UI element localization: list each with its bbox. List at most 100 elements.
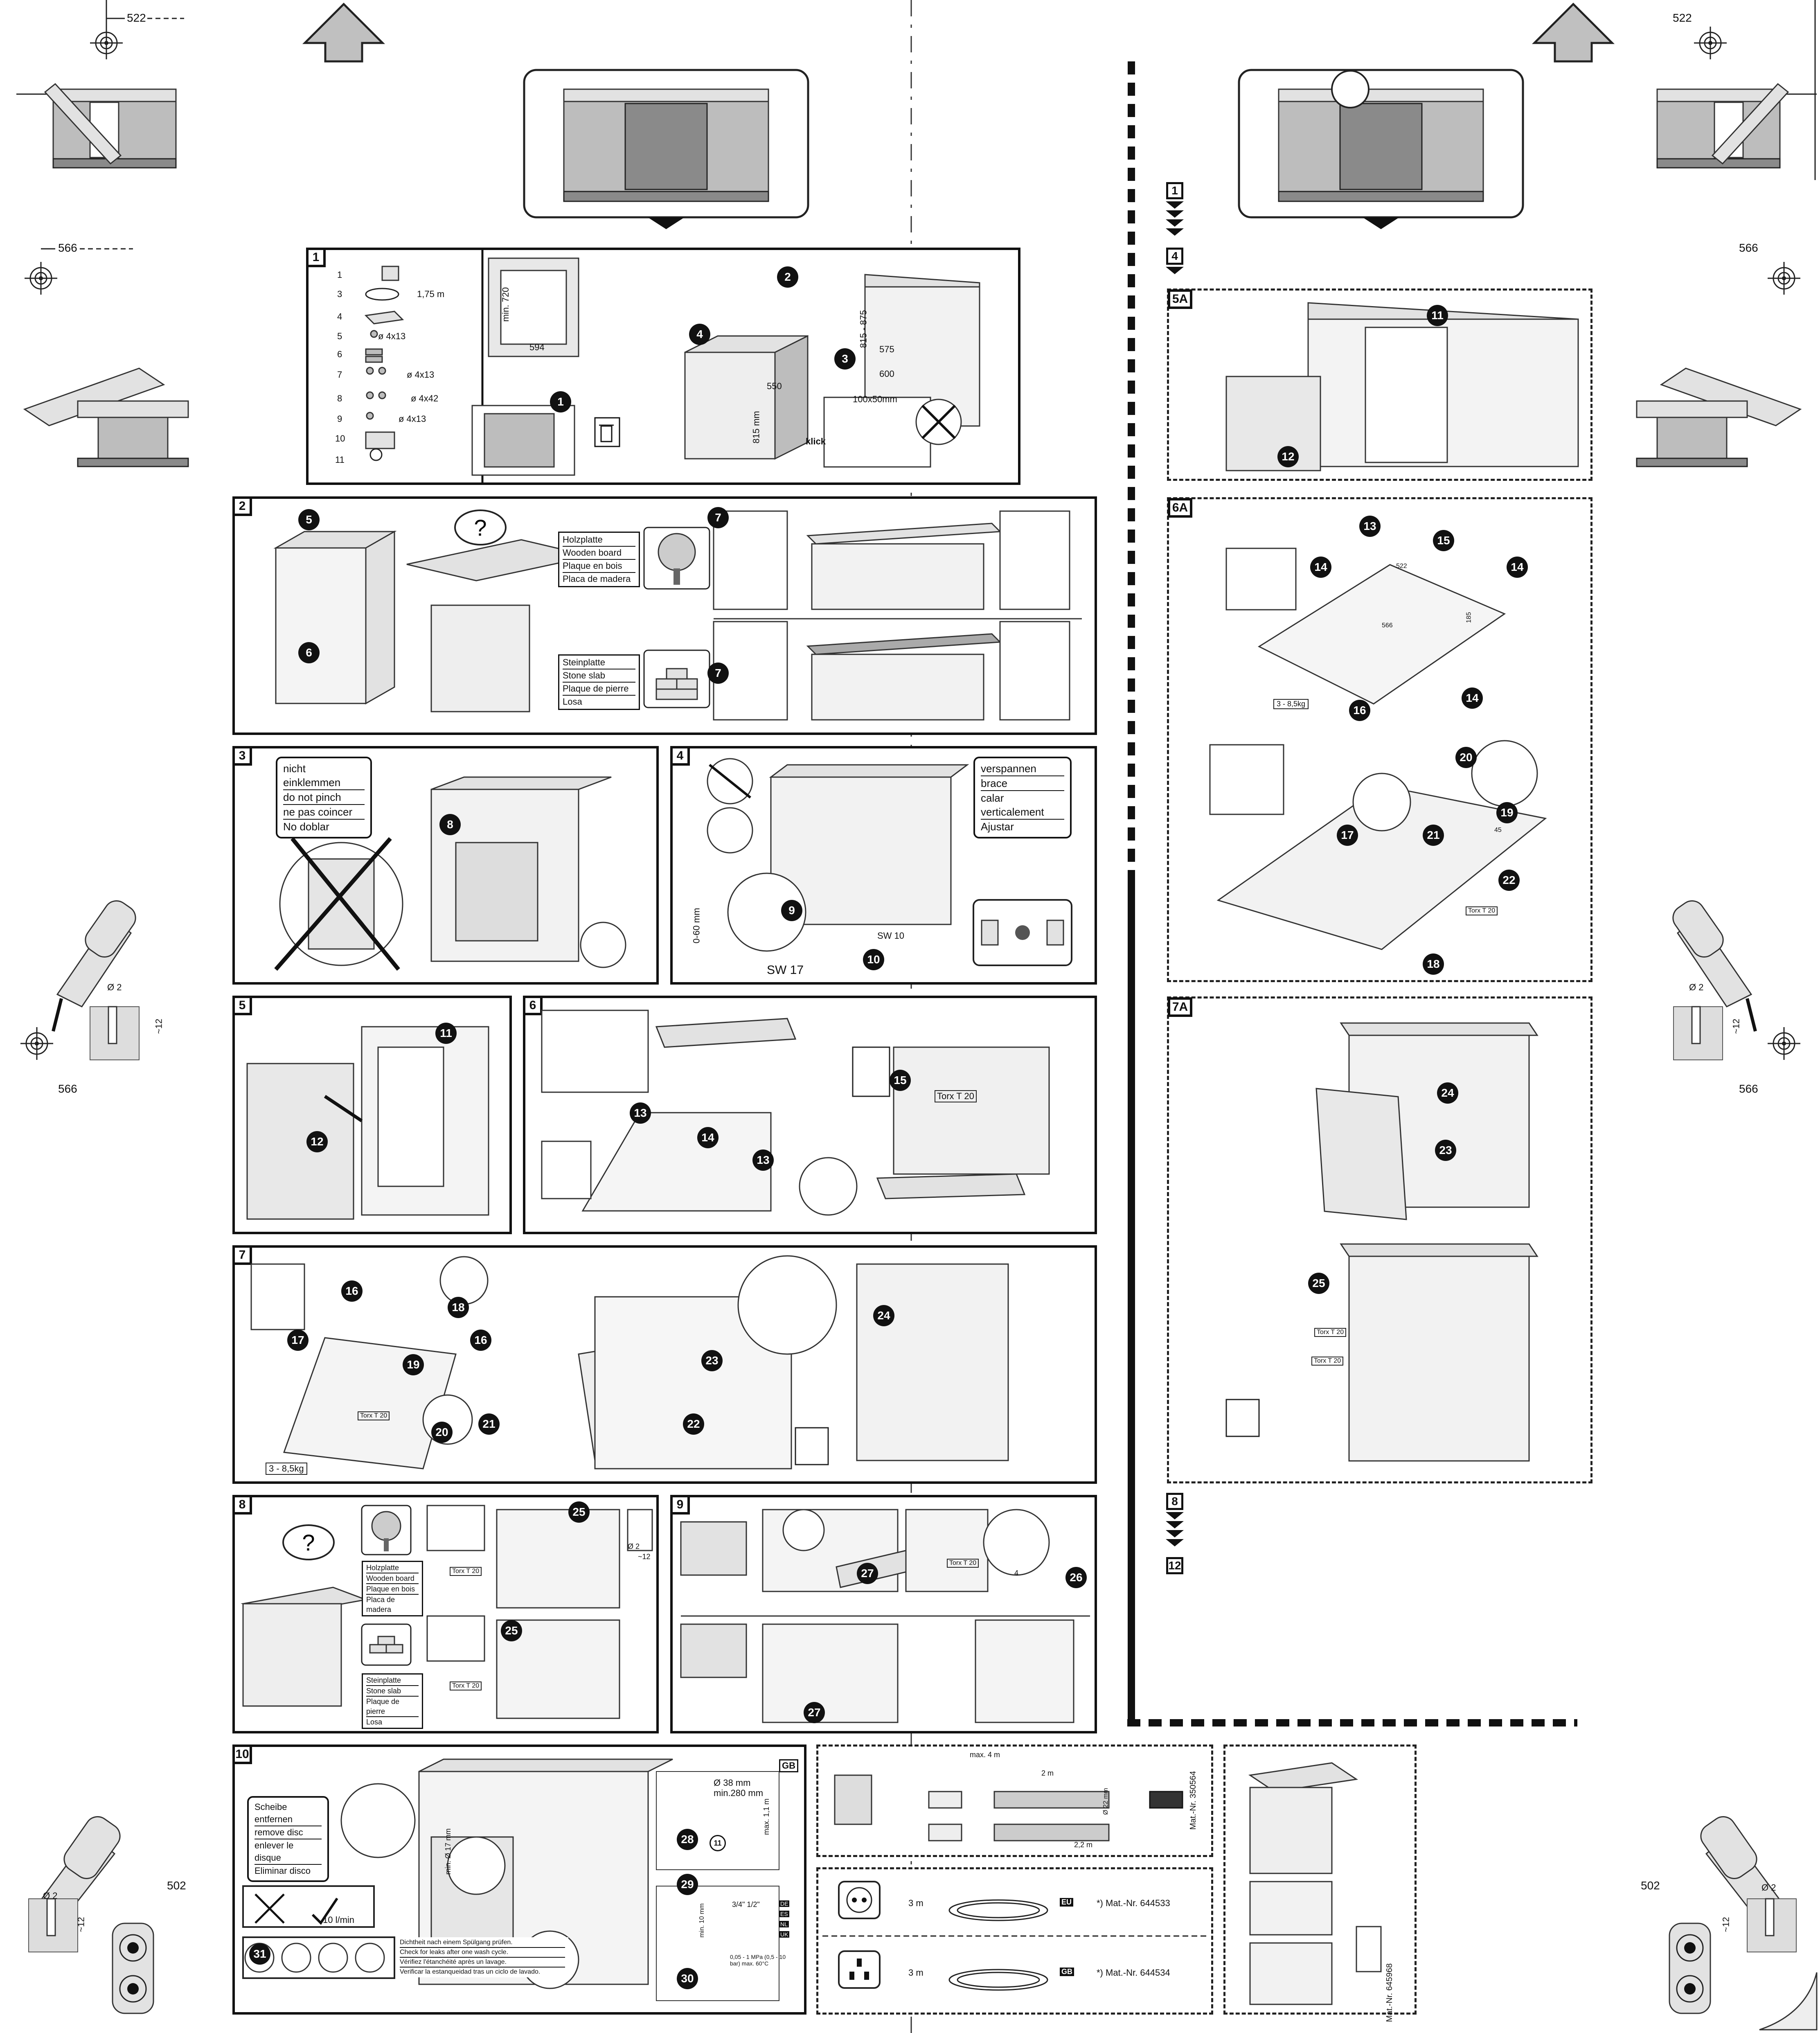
- part-label-11: 11: [335, 455, 345, 465]
- dishwasher-slide-in-drawing: [430, 776, 626, 968]
- niche-width: 594: [529, 342, 545, 352]
- min-height: min.280 mm: [714, 1788, 764, 1798]
- check-es: Verificar la estanqueidad tras un ciclo …: [400, 1968, 541, 1975]
- worktop-open-drawing-left: [23, 367, 189, 467]
- drill-hole-diagram-bottom-right: [1747, 1898, 1797, 1952]
- crosshair-icon: [1694, 27, 1727, 59]
- label-calar-verticalement: calar verticalement: [981, 791, 1064, 820]
- overview-cabinet-left: [523, 69, 809, 229]
- panel-step-7: 7 3 - 8,5kg Torx T 20 16 16 17 18 19 20 …: [232, 1245, 1097, 1484]
- dim-100x50: 100x50mm: [853, 394, 897, 404]
- label-holzplatte: Holzplatte: [366, 1563, 419, 1573]
- panel-step-4: 4 verspannen brace calar verticalement A…: [670, 746, 1097, 985]
- drill-depth-bottom-right: ~12: [1721, 1917, 1731, 1932]
- panel-step-6: 6 Torx T 20 13 13 14 15: [523, 996, 1097, 1234]
- drill-hole-diagram-left: [90, 1006, 140, 1060]
- plinth-fitting-drawing: [680, 1509, 1090, 1723]
- bracket-drawings-stone: [713, 621, 1070, 721]
- country-de: DE: [779, 1900, 790, 1907]
- label-verspannen: verspannen: [981, 762, 1064, 776]
- dim-502-left: 502: [167, 1879, 186, 1892]
- page-curl-icon: [1759, 1972, 1818, 2031]
- weight-label-6a: 3 - 8,5kg: [1273, 699, 1309, 709]
- label-wooden-board: Wooden board: [366, 1573, 419, 1584]
- step-number: 4: [670, 746, 690, 766]
- dim-566-left-top: 566: [58, 241, 77, 254]
- overview-cabinet-right: [1238, 69, 1524, 229]
- callout-25a: 25: [568, 1501, 590, 1523]
- cover-kit-box: Mat.-Nr. 645968: [1223, 1745, 1417, 2022]
- part-label-5: 5: [337, 331, 342, 341]
- crosshair-icon: [1768, 262, 1800, 295]
- door-install-drawing-7a: [1225, 1022, 1538, 1462]
- klick-label: klick: [806, 436, 826, 446]
- callout-30: 30: [677, 1968, 698, 1989]
- callout-12-5a: 12: [1277, 446, 1299, 467]
- mat-350564: Mat.-Nr. 350564: [1189, 1771, 1198, 1830]
- dishwasher-install-drawing: [684, 274, 980, 468]
- do-not-pinch-labels: nicht einklemmen do not pinch ne pas coi…: [276, 757, 372, 838]
- callout-8: 8: [439, 814, 461, 835]
- dim-502-right: 502: [1641, 1879, 1660, 1892]
- torx-label-7a-b: Torx T 20: [1314, 1328, 1347, 1337]
- check-en: Check for leaks after one wash cycle.: [400, 1948, 565, 1958]
- callout-24: 24: [873, 1305, 894, 1326]
- callout-25b: 25: [501, 1620, 522, 1641]
- sw10-label: SW 10: [877, 931, 905, 941]
- step-number: 7: [232, 1245, 252, 1265]
- label-plaque-de-pierre: Plaque de pierre: [366, 1697, 419, 1717]
- label-steinplatte: Steinplatte: [563, 656, 635, 669]
- callout-22: 22: [683, 1413, 704, 1435]
- thick-dashed-bottom: [1127, 1719, 1577, 1726]
- part-label-1: 1: [337, 270, 342, 280]
- dim-185-6a: 185: [1465, 612, 1473, 623]
- callout-14c-6a: 14: [1462, 687, 1483, 709]
- part-label-4: 4: [337, 311, 342, 322]
- template-drawing-5a: [1225, 302, 1579, 471]
- callout-19-6a: 19: [1496, 802, 1518, 823]
- ruler-scale-right: [1814, 0, 1816, 180]
- step-number: 3: [232, 746, 252, 766]
- callout-17: 17: [287, 1330, 309, 1351]
- screw-9-size: ø 4x13: [399, 414, 426, 424]
- drill-depth-left: ~12: [153, 1019, 164, 1034]
- countertop-pencil-drawing-right-top: [1656, 83, 1817, 169]
- right-step-12: 12: [1166, 1557, 1183, 1574]
- callout-2: 2: [777, 266, 798, 288]
- tree-icon: [643, 527, 710, 590]
- drill-diameter-left: Ø 2: [107, 982, 122, 992]
- crosshair-icon: [25, 262, 57, 295]
- country-uk: UK: [779, 1931, 790, 1938]
- torx-label-6: Torx T 20: [935, 1090, 977, 1102]
- mat-644534: *) Mat.-Nr. 644534: [1097, 1968, 1170, 1978]
- callout-10: 10: [863, 949, 884, 970]
- bricks-icon: [361, 1623, 412, 1666]
- power-cable-box: 3 m 3 m EU GB *) Mat.-Nr. 644533 *) Mat.…: [816, 1867, 1213, 2015]
- drill-icon: [1672, 900, 1757, 1032]
- callout-14b-6a: 14: [1507, 557, 1528, 578]
- torx-label-6a: Torx T 20: [1466, 906, 1498, 915]
- trash-bin-icon: [594, 417, 620, 447]
- socket-gb-icon: [838, 1950, 881, 1989]
- gb-tag: GB: [779, 1759, 798, 1772]
- panel-step-5a: 5A 11 12: [1167, 288, 1592, 481]
- flow-rate: 10 l/min: [323, 1915, 355, 1925]
- check-leaks-text: Dichtheit nach einem Spülgang prüfen. Ch…: [396, 1937, 568, 1977]
- down-arrow-icon: [1166, 267, 1184, 274]
- screw-8-size: ø 4x42: [411, 393, 439, 403]
- panel-step-5: 5 11 12: [232, 996, 512, 1234]
- two-two-m: 2,2 m: [1074, 1841, 1093, 1849]
- stone-slab-labels: Steinplatte Stone slab Plaque de pierre …: [558, 654, 640, 710]
- callout-9: 9: [781, 900, 802, 921]
- dishwasher-under-worktop-drawing: [406, 539, 591, 712]
- check-leaks-icons: [242, 1936, 395, 1979]
- dim-line-566-left-top: [41, 248, 133, 250]
- torx-label-7a-a: Torx T 20: [1311, 1357, 1344, 1366]
- callout-28: 28: [677, 1829, 698, 1850]
- callout-27a: 27: [857, 1563, 878, 1584]
- drill-diameter-bottom-left: Ø 2: [43, 1891, 58, 1901]
- hinge-bracket-icon: [1669, 1923, 1711, 2014]
- depth-8: ~12: [638, 1553, 651, 1561]
- callout-25-7a: 25: [1308, 1273, 1329, 1294]
- part-label-10: 10: [335, 433, 345, 444]
